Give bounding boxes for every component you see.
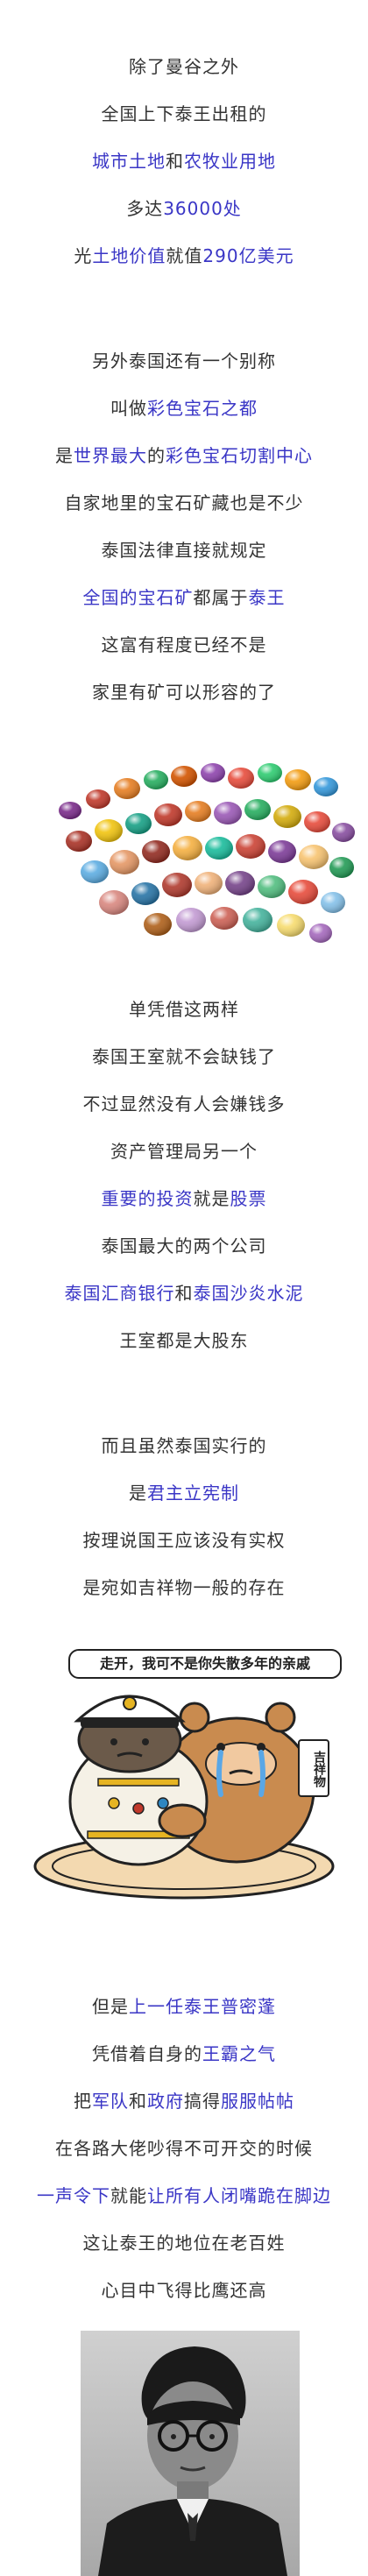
text-line: 另外泰国还有一个别称 — [92, 350, 276, 372]
plain-text: 就是 — [193, 1188, 230, 1209]
plain-text: 是 — [55, 445, 74, 466]
highlight-text: 彩色宝石之都 — [147, 398, 258, 419]
gemstones-image — [59, 763, 355, 943]
text-line: 凭借着自身的王霸之气 — [0, 2042, 368, 2066]
text-line: 是世界最大的彩色宝石切割中心 — [0, 443, 368, 468]
text-line: 但是上一任泰王普密蓬 — [0, 1994, 368, 2019]
text-line: 家里有矿可以形容的了 — [92, 682, 276, 703]
plain-text: 就值 — [166, 245, 203, 266]
text-line: 泰国汇商银行和泰国沙炎水泥 — [0, 1281, 368, 1306]
text-line: 这富有程度已经不是 — [101, 634, 267, 655]
highlight-text: 政府 — [147, 2091, 184, 2112]
text-line: 泰国最大的两个公司 — [101, 1235, 267, 1256]
plain-text: 的 — [147, 445, 166, 466]
text-line: 泰国王室就不会缺钱了 — [92, 1046, 276, 1067]
highlight-text: 股票 — [230, 1188, 267, 1209]
speech-bubble: 走开，我可不是你失散多年的亲戚 — [68, 1649, 342, 1679]
text-line: 叫做彩色宝石之都 — [0, 396, 368, 421]
plain-text: 和 — [166, 151, 184, 172]
highlight-text: 泰王 — [248, 587, 286, 608]
plain-text: 把 — [74, 2091, 92, 2112]
plain-text: 搞得 — [184, 2091, 221, 2112]
text-line: 城市土地和农牧业用地 — [0, 149, 368, 173]
plain-text: 和 — [129, 2091, 147, 2112]
text-line: 把军队和政府搞得服服帖帖 — [0, 2089, 368, 2113]
highlight-text: 重要的投资 — [101, 1188, 194, 1209]
text-line: 单凭借这两样 — [129, 999, 239, 1020]
highlight-text: 290亿美元 — [202, 245, 294, 266]
highlight-text: 城市土地 — [92, 151, 166, 172]
highlight-text: 36000处 — [163, 198, 242, 219]
plain-text: 都属于 — [193, 587, 249, 608]
plain-text: 光 — [74, 245, 93, 266]
cartoon-illustration — [33, 1695, 335, 1900]
highlight-text: 农牧业用地 — [184, 151, 276, 172]
highlight-text: 全国的宝石矿 — [82, 587, 194, 608]
text-line: 王室都是大股东 — [119, 1330, 249, 1351]
text-line: 全国上下泰王出租的 — [101, 103, 267, 124]
highlight-text: 军队 — [92, 2091, 129, 2112]
plain-text: 就能 — [110, 2185, 147, 2206]
text-line: 是宛如吉祥物一般的存在 — [82, 1577, 286, 1598]
text-line: 自家地里的宝石矿藏也是不少 — [64, 492, 304, 513]
highlight-text: 君主立宪制 — [147, 1483, 239, 1504]
text-line: 多达36000处 — [0, 196, 368, 221]
text-line: 除了曼谷之外 — [129, 56, 239, 77]
text-line: 心目中飞得比鹰还高 — [101, 2280, 267, 2301]
portrait-photo — [81, 2331, 300, 2576]
highlight-text: 泰国汇商银行 — [64, 1283, 175, 1304]
plain-text: 凭借着自身的 — [92, 2043, 202, 2064]
plain-text: 和 — [174, 1283, 194, 1304]
highlight-text: 王霸之气 — [202, 2043, 276, 2064]
text-line: 这让泰王的地位在老百姓 — [82, 2233, 286, 2254]
plain-text: 但是 — [92, 1996, 129, 2017]
plain-text: 是 — [129, 1483, 147, 1504]
text-line: 资产管理局另一个 — [110, 1141, 258, 1162]
text-line: 而且虽然泰国实行的 — [101, 1435, 267, 1456]
highlight-text: 一声令下 — [37, 2185, 110, 2206]
highlight-text: 服服帖帖 — [221, 2091, 294, 2112]
plain-text: 多达 — [126, 198, 164, 219]
highlight-text: 上一任泰王普密蓬 — [129, 1996, 276, 2017]
highlight-text: 土地价值 — [92, 245, 166, 266]
text-line: 光土地价值就值290亿美元 — [0, 244, 368, 268]
highlight-text: 世界最大 — [74, 445, 147, 466]
mascot-badge: 吉祥物 — [298, 1739, 329, 1797]
text-line: 在各路大佬吵得不可开交的时候 — [55, 2138, 313, 2159]
text-line: 泰国法律直接就规定 — [101, 540, 267, 561]
text-line: 是君主立宪制 — [0, 1481, 368, 1505]
text-line: 重要的投资就是股票 — [0, 1186, 368, 1211]
gem-highlights — [59, 763, 355, 943]
highlight-text: 泰国沙炎水泥 — [193, 1283, 304, 1304]
highlight-text: 让所有人闭嘴跪在脚边 — [147, 2185, 331, 2206]
highlight-text: 彩色宝石切割中心 — [166, 445, 313, 466]
text-line: 不过显然没有人会嫌钱多 — [82, 1093, 286, 1115]
text-line: 全国的宝石矿都属于泰王 — [0, 585, 368, 610]
plain-text: 叫做 — [110, 398, 147, 419]
text-line: 按理说国王应该没有实权 — [82, 1530, 286, 1551]
text-line: 一声令下就能让所有人闭嘴跪在脚边 — [0, 2183, 368, 2208]
